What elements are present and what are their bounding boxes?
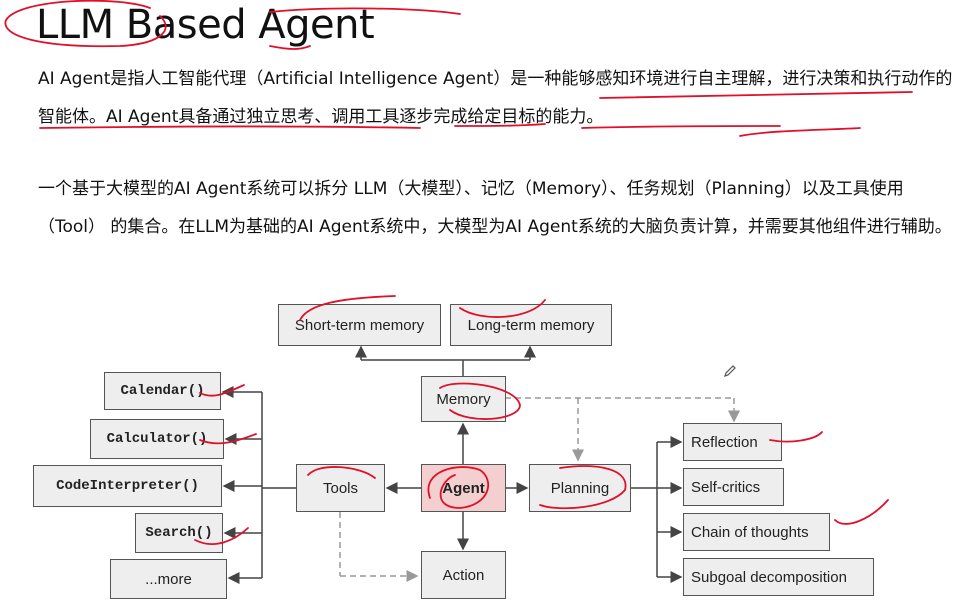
planning-item-chain-of-thoughts: Chain of thoughts <box>683 513 830 551</box>
action-box: Action <box>421 551 506 599</box>
planning-item-self-critics: Self-critics <box>683 468 784 506</box>
intro-paragraph: AI Agent是指人工智能代理（Artificial Intelligence… <box>38 69 953 127</box>
composition-paragraph: 一个基于大模型的AI Agent系统可以拆分 LLM（大模型）、记忆（Memor… <box>38 179 952 237</box>
tool-item-code-interpreter: CodeInterpreter() <box>33 465 222 507</box>
planning-item-reflection: Reflection <box>683 423 782 461</box>
page-title: LLM Based Agent <box>36 2 375 48</box>
long-term-memory-box: Long-term memory <box>450 304 612 346</box>
memory-box: Memory <box>421 376 506 422</box>
short-term-memory-box: Short-term memory <box>278 304 441 346</box>
tools-box: Tools <box>296 464 385 512</box>
tool-item-more: ...more <box>110 559 227 599</box>
tool-item-calendar: Calendar() <box>104 372 221 410</box>
planning-item-subgoal-decomposition: Subgoal decomposition <box>683 558 874 596</box>
agent-box: Agent <box>421 464 506 512</box>
pencil-icon <box>724 365 736 377</box>
planning-box: Planning <box>529 464 631 512</box>
tool-item-calculator: Calculator() <box>90 419 224 459</box>
tool-item-search: Search() <box>135 513 223 553</box>
